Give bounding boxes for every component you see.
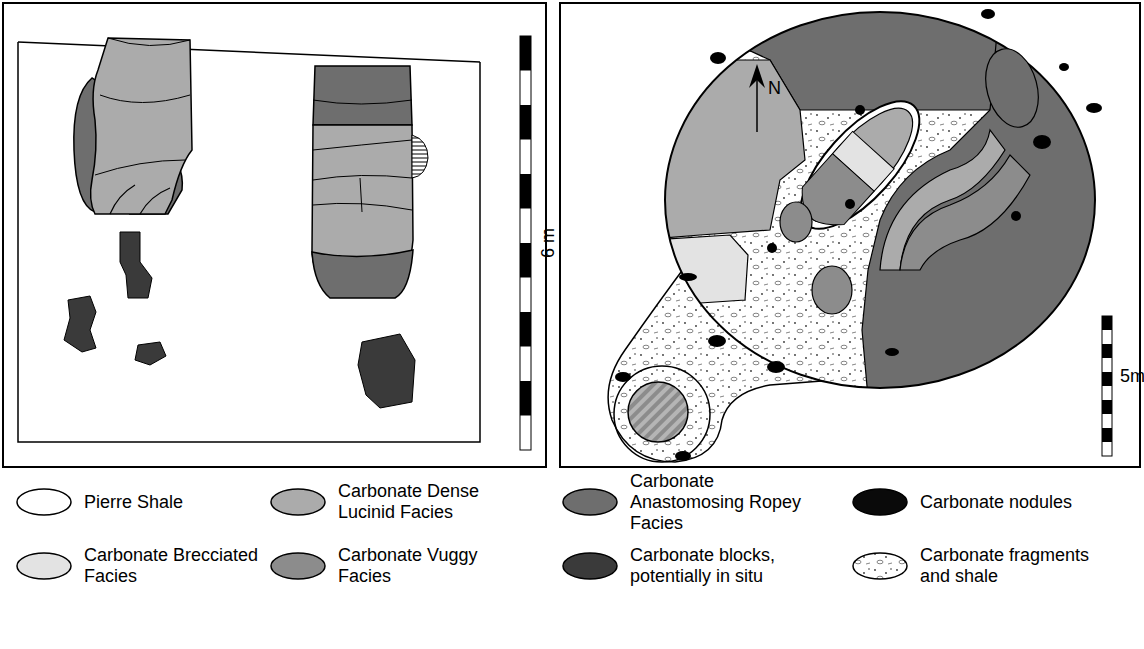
legend-text: Carbonate blocks, potentially in situ	[630, 545, 820, 587]
legend-item: Carbonate nodules	[850, 487, 1072, 517]
legend-text: Carbonate Anastomosing Ropey Facies	[630, 471, 820, 534]
legend-item: Carbonate Anastomosing Ropey Facies	[560, 471, 820, 534]
legend-text: Carbonate Vuggy Facies	[338, 545, 528, 587]
legend-swatch	[560, 551, 620, 581]
legend-swatch	[850, 551, 910, 581]
north-label: N	[768, 78, 781, 98]
legend-swatch	[268, 551, 328, 581]
legend-swatch	[850, 487, 910, 517]
legend-item: Carbonate Brecciated Facies	[14, 545, 274, 587]
legend-text: Carbonate fragments and shale	[920, 545, 1110, 587]
legend-swatch	[560, 487, 620, 517]
legend-text: Pierre Shale	[84, 492, 183, 513]
legend-item: Carbonate Vuggy Facies	[268, 545, 528, 587]
legend-text: Carbonate nodules	[920, 492, 1072, 513]
legend-item: Carbonate Dense Lucinid Facies	[268, 481, 528, 523]
legend-text: Carbonate Brecciated Facies	[84, 545, 274, 587]
scale-label: 6 m	[538, 228, 558, 258]
legend-swatch	[14, 551, 74, 581]
legend-item: Carbonate fragments and shale	[850, 545, 1110, 587]
legend-item: Pierre Shale	[14, 487, 183, 517]
legend-text: Carbonate Dense Lucinid Facies	[338, 481, 528, 523]
legend-swatch	[14, 487, 74, 517]
legend-item: Carbonate blocks, potentially in situ	[560, 545, 820, 587]
legend-swatch	[268, 487, 328, 517]
scale-label: 5m	[1120, 366, 1144, 386]
